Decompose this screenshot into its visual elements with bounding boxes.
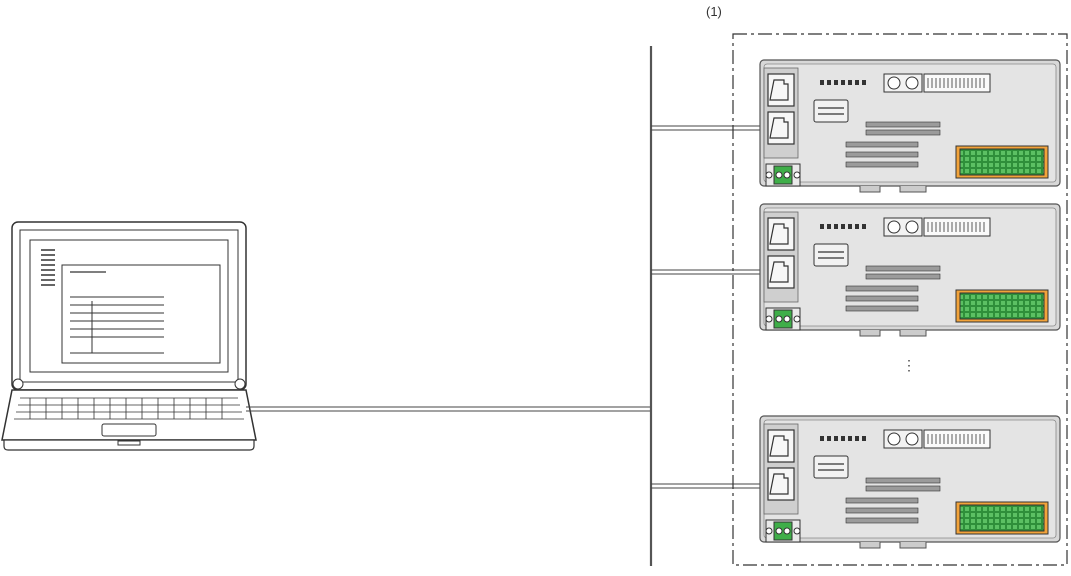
ethernet-cable-laptop: [246, 406, 650, 412]
io-module-2: [759, 203, 1061, 337]
module-group-boundary: [732, 33, 1068, 566]
laptop-icon: [1, 221, 257, 451]
io-module-1: [759, 59, 1061, 193]
continuation-marker: ⋮: [902, 357, 916, 373]
io-module-3: [759, 415, 1061, 549]
group-label: (1): [706, 4, 722, 19]
